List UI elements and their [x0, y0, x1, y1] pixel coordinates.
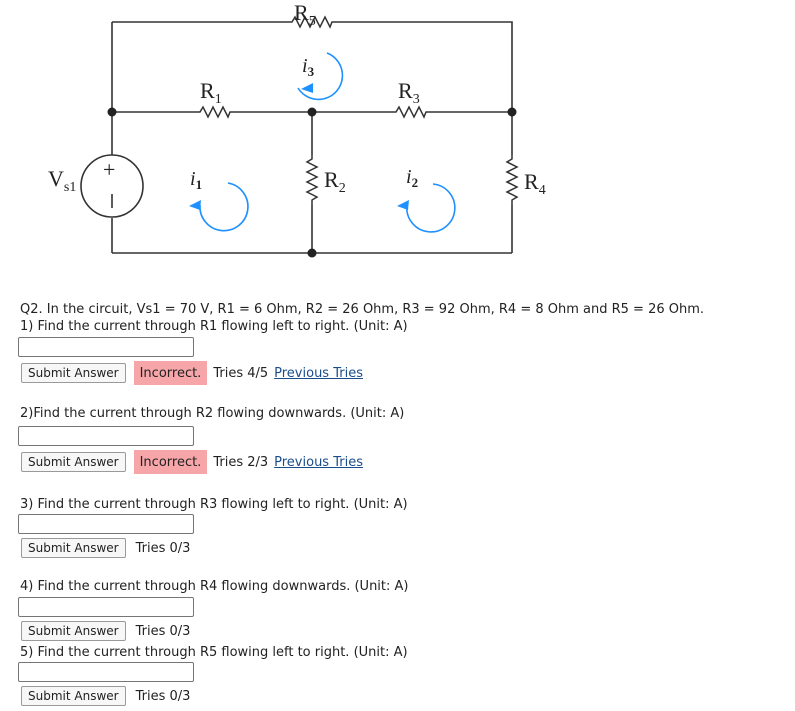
label-r2-sub: 2 [339, 181, 346, 196]
circuit-diagram: R5 R1 R3 R2 R4 Vs1 + i1 i2 i3 [48, 0, 546, 258]
node [107, 107, 117, 117]
label-i2-sub: 2 [412, 175, 419, 190]
node [307, 107, 317, 117]
tries-count-3: Tries 0/3 [135, 540, 191, 556]
question-5-text: 5) Find the current through R5 flowing l… [20, 645, 408, 660]
svg-text:i2: i2 [406, 166, 418, 190]
status-badge-incorrect-1: Incorrect. [133, 361, 208, 385]
question-4-text: 4) Find the current through R4 flowing d… [20, 579, 409, 594]
svg-text:R5: R5 [294, 0, 316, 29]
svg-text:R4: R4 [524, 169, 546, 198]
svg-text:i1: i1 [190, 168, 202, 192]
label-i1-sub: 1 [196, 177, 203, 192]
label-r1: R [200, 78, 215, 103]
problem-statement: Q2. In the circuit, Vs1 = 70 V, R1 = 6 O… [20, 302, 705, 317]
answer-input-1[interactable] [18, 337, 194, 357]
submit-answer-button-5[interactable]: Submit Answer [21, 686, 126, 706]
question-1-text: 1) Find the current through R1 flowing l… [20, 319, 408, 334]
label-r5-sub: 5 [309, 14, 316, 29]
answer-input-3[interactable] [18, 514, 194, 534]
label-i2: i [406, 166, 412, 188]
svg-text:R1: R1 [200, 78, 222, 107]
label-i1: i [190, 168, 196, 190]
question-2-text: 2)Find the current through R2 flowing do… [20, 406, 405, 421]
answer-row-3: Submit Answer Tries 0/3 [21, 537, 190, 559]
arrowhead-i1 [189, 200, 201, 210]
label-r2: R [324, 167, 339, 192]
arrowhead-i2 [397, 200, 409, 210]
tries-count-5: Tries 0/3 [135, 688, 191, 704]
answer-row-2: Submit Answer Incorrect. Tries 2/3 Previ… [21, 450, 363, 474]
label-r5: R [294, 0, 309, 25]
resistor-r4 [505, 155, 519, 205]
resistor-r3 [392, 105, 428, 119]
answer-input-5[interactable] [18, 662, 194, 682]
answer-input-2[interactable] [18, 426, 194, 446]
resistor-r5 [288, 15, 334, 29]
label-i3: i [302, 55, 308, 77]
previous-tries-link-2[interactable]: Previous Tries [274, 454, 363, 470]
answer-row-1: Submit Answer Incorrect. Tries 4/5 Previ… [21, 361, 363, 385]
tries-count-4: Tries 0/3 [135, 623, 191, 639]
label-r3: R [398, 78, 413, 103]
svg-text:Vs1: Vs1 [48, 166, 76, 195]
current-arrow-i1 [199, 182, 249, 232]
arrowhead-i3 [301, 83, 313, 93]
label-r1-sub: 1 [215, 92, 222, 107]
node [507, 107, 517, 117]
node [307, 248, 317, 258]
wire-top-right [334, 21, 513, 155]
submit-answer-button-1[interactable]: Submit Answer [21, 363, 126, 383]
answer-row-5: Submit Answer Tries 0/3 [21, 685, 190, 707]
current-arrow-i2 [406, 183, 456, 233]
voltage-source [80, 154, 144, 218]
question-3-text: 3) Find the current through R3 flowing l… [20, 497, 408, 512]
resistor-r2 [305, 155, 319, 205]
answer-row-4: Submit Answer Tries 0/3 [21, 620, 190, 642]
submit-answer-button-4[interactable]: Submit Answer [21, 621, 126, 641]
current-arrow-i3 [297, 52, 344, 101]
svg-text:R3: R3 [398, 78, 420, 107]
plus-sign: + [103, 157, 115, 182]
label-r4: R [524, 169, 539, 194]
submit-answer-button-3[interactable]: Submit Answer [21, 538, 126, 558]
label-vs: V [48, 166, 64, 191]
label-r3-sub: 3 [413, 92, 420, 107]
resistor-r1 [196, 105, 232, 119]
label-r4-sub: 4 [539, 183, 546, 198]
submit-answer-button-2[interactable]: Submit Answer [21, 452, 126, 472]
svg-text:R2: R2 [324, 167, 346, 196]
answer-input-4[interactable] [18, 597, 194, 617]
label-i3-sub: 3 [308, 64, 315, 79]
tries-count-1: Tries 4/5 [213, 365, 269, 381]
previous-tries-link-1[interactable]: Previous Tries [274, 365, 363, 381]
label-vs-sub: s1 [64, 180, 76, 195]
svg-text:i3: i3 [302, 55, 315, 79]
tries-count-2: Tries 2/3 [213, 454, 269, 470]
status-badge-incorrect-2: Incorrect. [133, 450, 208, 474]
